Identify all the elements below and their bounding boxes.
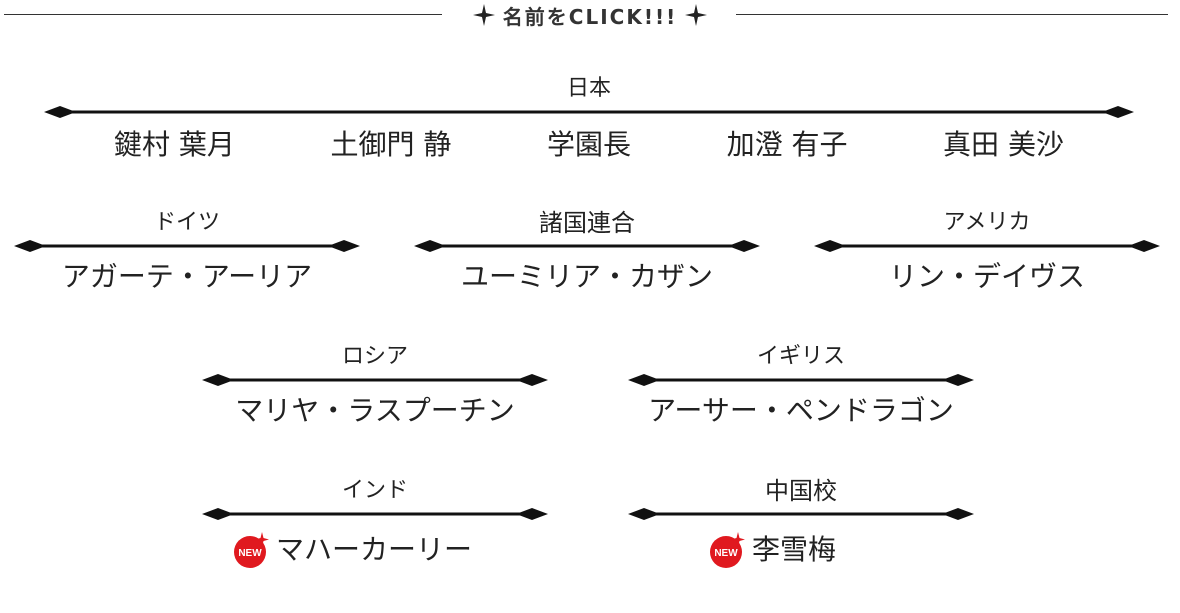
country-label: インド xyxy=(341,478,408,503)
country-label: ロシア xyxy=(341,344,408,369)
heading-rule-left xyxy=(4,14,442,15)
new-badge-text: NEW xyxy=(238,548,262,559)
heading-title-wrap: 名前をCLICK!!! xyxy=(448,0,732,30)
new-badge-icon: NEW xyxy=(710,532,745,568)
four-point-star-icon xyxy=(472,4,495,26)
heading-title: 名前をCLICK!!! xyxy=(502,4,678,29)
name-link-rin[interactable]: リン・デイヴス xyxy=(888,260,1085,293)
group-germany: ドイツ アガーテ・アーリア xyxy=(14,210,360,300)
name-link-mahakali[interactable]: マハーカーリー xyxy=(276,533,473,566)
group-russia: ロシア マリヤ・ラスプーチン xyxy=(202,344,548,434)
country-label: 日本 xyxy=(566,76,611,101)
divider-bar xyxy=(14,238,360,254)
name-link-agathe[interactable]: アガーテ・アーリア xyxy=(61,260,313,293)
name-link-gakuencho[interactable]: 学園長 xyxy=(546,128,631,161)
name-link-shizuka[interactable]: 土御門 静 xyxy=(330,128,452,161)
country-label: アメリカ xyxy=(943,210,1031,235)
divider-bar xyxy=(628,506,974,522)
name-link-misa[interactable]: 真田 美沙 xyxy=(943,128,1064,161)
name-list: 鍵村 葉月 土御門 静 学園長 加澄 有子 真田 美沙 xyxy=(114,128,1064,162)
four-point-star-icon xyxy=(685,4,708,26)
divider-bar xyxy=(202,506,548,522)
section-heading: 名前をCLICK!!! xyxy=(0,0,1180,30)
country-label: ドイツ xyxy=(153,210,220,235)
divider-bar xyxy=(814,238,1160,254)
divider-bar xyxy=(202,372,548,388)
name-link-yumiria[interactable]: ユーミリア・カザン xyxy=(460,260,713,293)
divider-bar xyxy=(44,104,1134,120)
group-un: 諸国連合 ユーミリア・カザン xyxy=(414,210,760,300)
country-label: 中国校 xyxy=(765,477,837,505)
group-india: インド NEW マハーカーリー xyxy=(202,478,548,578)
group-japan: 日本 鍵村 葉月 土御門 静 学園長 加澄 有子 真田 美沙 xyxy=(44,76,1134,172)
heading-rule-right xyxy=(736,14,1168,15)
new-badge-text: NEW xyxy=(714,548,738,559)
name-list: NEW 李雪梅 xyxy=(708,530,836,570)
name-list: ユーミリア・カザン xyxy=(414,260,760,294)
name-list: アーサー・ペンドラゴン xyxy=(628,394,974,428)
divider-bar xyxy=(628,372,974,388)
country-label: 諸国連合 xyxy=(539,209,635,237)
name-link-yuko[interactable]: 加澄 有子 xyxy=(726,128,848,161)
group-uk: イギリス アーサー・ペンドラゴン xyxy=(628,344,974,434)
name-list: マリヤ・ラスプーチン xyxy=(202,394,548,428)
group-china: 中国校 NEW 李雪梅 xyxy=(628,478,974,578)
country-label: イギリス xyxy=(756,344,845,369)
name-link-mariya[interactable]: マリヤ・ラスプーチン xyxy=(235,394,515,427)
name-list: NEW マハーカーリー xyxy=(232,530,472,570)
new-badge-icon: NEW xyxy=(234,532,269,568)
name-link-arthur[interactable]: アーサー・ペンドラゴン xyxy=(648,394,954,427)
name-link-li-xuemei[interactable]: 李雪梅 xyxy=(752,533,837,566)
name-list: リン・デイヴス xyxy=(814,260,1160,294)
name-list: アガーテ・アーリア xyxy=(14,260,360,294)
divider-bar xyxy=(414,238,760,254)
group-america: アメリカ リン・デイヴス xyxy=(814,210,1160,300)
name-link-hazuki[interactable]: 鍵村 葉月 xyxy=(114,128,235,161)
